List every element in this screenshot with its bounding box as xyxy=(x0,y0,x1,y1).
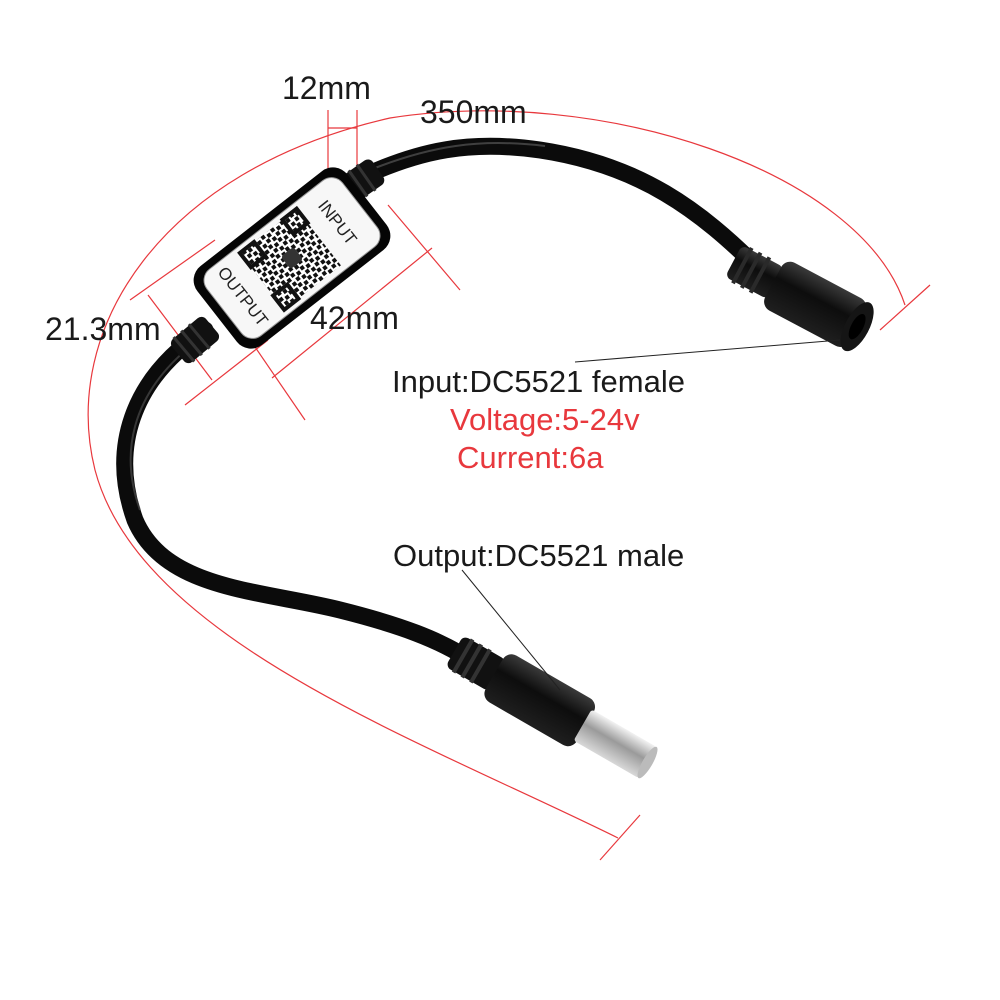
input-leader-line xyxy=(574,339,841,363)
cable-length-dimension-arc xyxy=(87,110,906,839)
arc-end-tick-top xyxy=(879,284,931,331)
module-width-tick-b xyxy=(184,339,269,406)
input-cable xyxy=(351,137,769,279)
dc-male-connector xyxy=(447,637,658,779)
bluetooth-logo xyxy=(281,247,303,269)
module-width-tick-a xyxy=(129,239,216,301)
voltage-spec-label: Voltage:5-24v xyxy=(450,402,640,437)
module-length-dimension-line xyxy=(271,247,433,379)
input-spec-label: Input:DC5521 female xyxy=(392,364,685,399)
module-length-label: 42mm xyxy=(310,300,399,336)
current-spec-label: Current:6a xyxy=(457,440,604,475)
output-leader-line xyxy=(461,569,561,691)
module-gap-label: 12mm xyxy=(282,70,371,106)
cable-length-label: 350mm xyxy=(420,94,527,130)
output-cable xyxy=(116,321,479,669)
module-strain-relief-output xyxy=(170,316,220,364)
controller-module: INPUT OUTPUT xyxy=(193,167,391,349)
dc-female-connector xyxy=(727,247,874,352)
output-spec-label: Output:DC5521 male xyxy=(393,538,685,573)
module-length-tick-b xyxy=(387,204,461,291)
arc-end-tick-bottom xyxy=(599,814,641,861)
module-width-label: 21.3mm xyxy=(45,311,161,347)
